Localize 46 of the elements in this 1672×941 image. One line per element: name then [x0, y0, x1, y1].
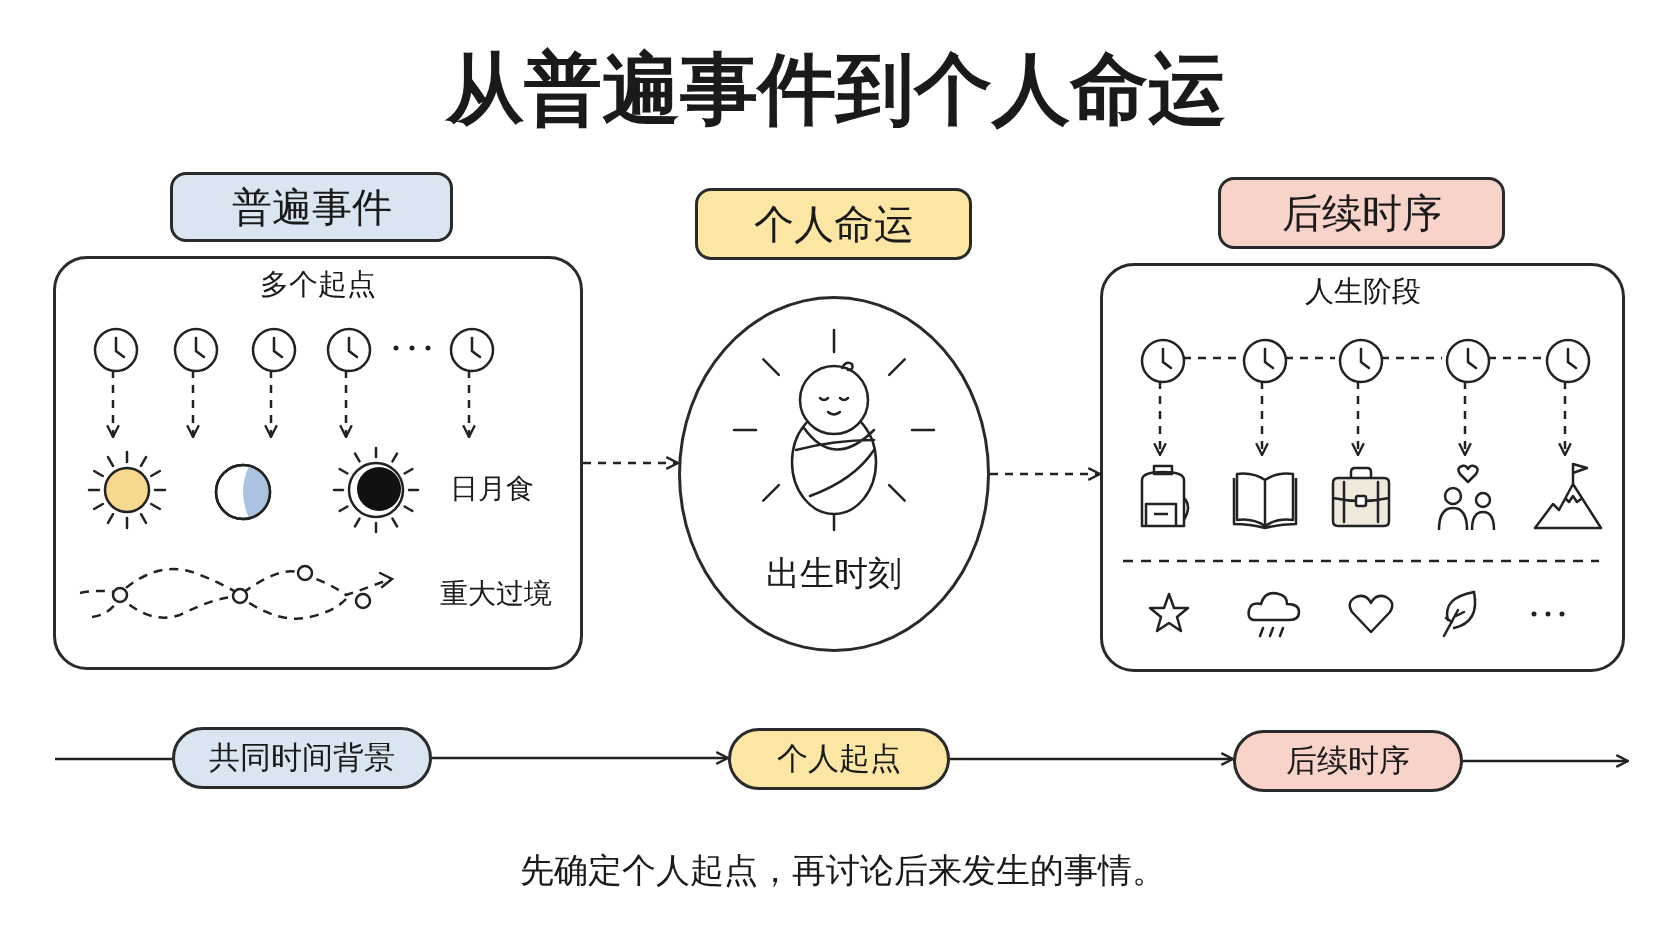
clock-icon — [449, 327, 495, 373]
clock-icon — [251, 327, 297, 373]
timeline-arrow — [950, 752, 1235, 766]
section-heading: 个人命运 — [695, 188, 972, 260]
dashed-arrow — [339, 370, 353, 439]
clock-icon — [1140, 338, 1186, 384]
dashed-arrow — [1255, 381, 1269, 457]
side-label: 重大过境 — [440, 576, 552, 612]
panel-frame — [1100, 263, 1625, 672]
dashed-arrow — [186, 370, 200, 439]
clock-icon — [1545, 338, 1591, 384]
dotted-connector — [1285, 356, 1335, 360]
birth-moment-circle — [678, 296, 990, 652]
panel-heading: 多个起点 — [259, 266, 377, 303]
dashed-arrow — [1458, 381, 1472, 457]
dashed-arrow — [583, 456, 680, 470]
clock-icon — [1445, 338, 1491, 384]
dashed-arrow — [990, 467, 1102, 481]
timeline-stage: 共同时间背景 — [172, 727, 432, 789]
side-label: 日月食 — [450, 471, 534, 507]
timeline-line — [55, 757, 172, 761]
dashed-arrow — [1558, 381, 1572, 457]
timeline-stage: 后续时序 — [1233, 730, 1463, 792]
clock-icon — [173, 327, 219, 373]
timeline-arrow — [432, 751, 730, 765]
panel-heading: 人生阶段 — [1303, 273, 1422, 310]
dashed-arrow — [462, 370, 476, 439]
panel-frame — [53, 256, 583, 670]
diagram-title: 从普遍事件到个人命运 — [444, 43, 1227, 136]
dashed-arrow — [264, 370, 278, 439]
clock-icon — [326, 327, 372, 373]
dashed-arrow — [106, 370, 120, 439]
timeline-stage: 个人起点 — [728, 728, 950, 790]
caption-text: 先确定个人起点，再讨论后来发生的事情。 — [519, 849, 1167, 892]
section-heading: 普遍事件 — [170, 172, 453, 242]
clock-icon — [1242, 338, 1288, 384]
circle-label: 出生时刻 — [765, 552, 903, 595]
dotted-connector — [1488, 356, 1542, 360]
clock-icon — [93, 327, 139, 373]
clock-icon — [1338, 338, 1384, 384]
dotted-connector — [1183, 356, 1239, 360]
section-heading: 后续时序 — [1218, 177, 1505, 249]
timeline-arrow — [1463, 754, 1630, 768]
dashed-arrow — [1153, 381, 1167, 457]
dotted-connector — [1381, 356, 1442, 360]
dashed-arrow — [1351, 381, 1365, 457]
